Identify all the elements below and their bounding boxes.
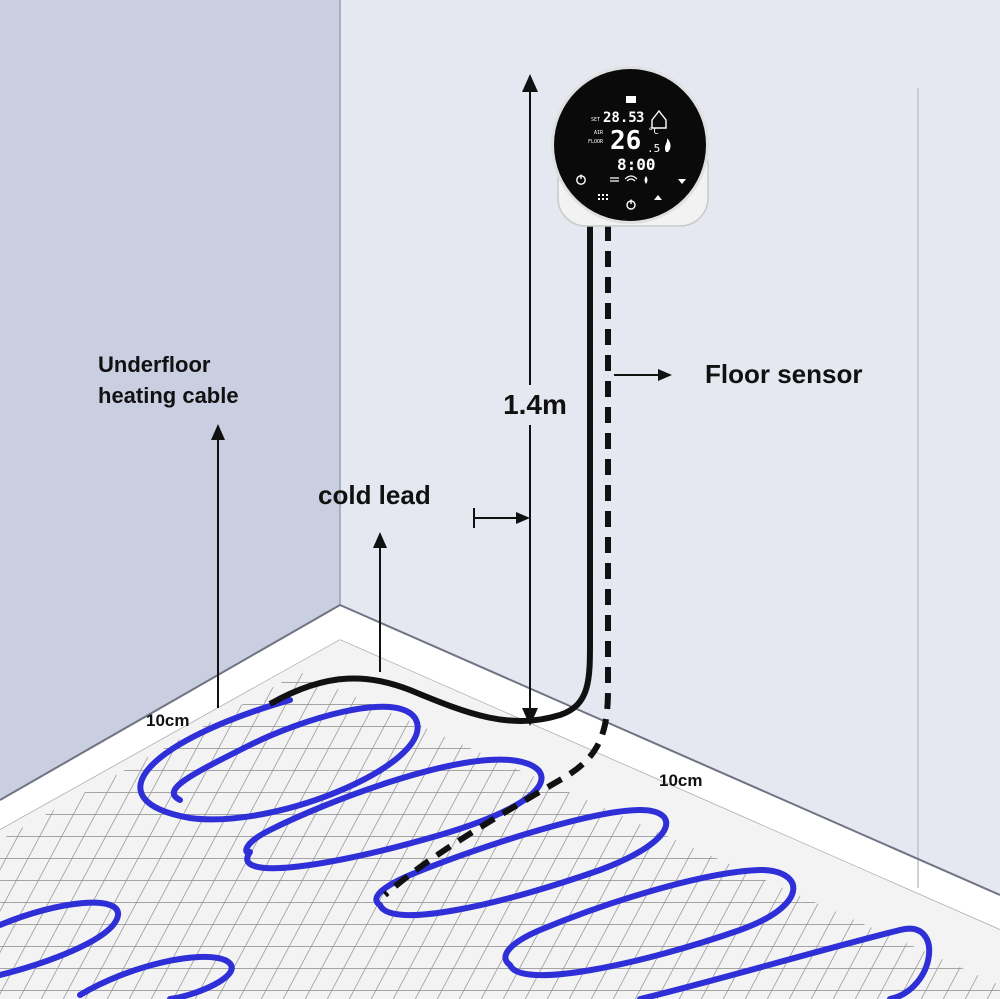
heating-loop-5: [637, 925, 933, 999]
heat-mode-icon[interactable]: [610, 177, 619, 182]
set-label: SET: [591, 117, 600, 123]
cold-lead-label: cold lead: [318, 480, 431, 510]
current-decimal: .5: [647, 142, 660, 155]
height-dimension-arrow-bottom: [522, 708, 538, 726]
underfloor-label-line1: Underfloor: [98, 352, 211, 377]
spacing-label-left: 10cm: [146, 711, 189, 730]
center-power-icon[interactable]: [626, 199, 636, 210]
cold-lead-cable: [268, 225, 593, 724]
heating-cable: [0, 697, 933, 999]
power-icon[interactable]: [576, 174, 586, 185]
height-label: 1.4m: [503, 389, 567, 420]
floor-sensor-cable: [383, 225, 611, 898]
cold-lead-pointer-arrow: [516, 512, 530, 524]
up-arrow-icon[interactable]: [654, 195, 662, 200]
day-value: 3: [636, 110, 644, 126]
baseboard-left: [0, 604, 341, 801]
down-arrow-icon[interactable]: [678, 179, 686, 184]
current-temp: 26: [610, 126, 641, 156]
air-label: AIR: [594, 130, 604, 136]
thermostat: SET 28.5 3 AIR FLOOR 26 °C .5 8:00: [551, 66, 709, 227]
left-wall: [0, 0, 340, 800]
height-dimension-arrow-top: [522, 74, 538, 92]
heating-loop-2: [243, 756, 545, 872]
floor-sensor-pointer-arrow: [658, 369, 672, 381]
back-wall: [340, 0, 1000, 895]
home-icon: [651, 109, 667, 129]
set-temp: 28.5: [603, 110, 637, 126]
current-unit: °C: [648, 127, 659, 137]
menu-icon[interactable]: [598, 194, 608, 200]
floor-mesh: [0, 672, 1000, 999]
time-display: 8:00: [617, 155, 656, 174]
heating-loop-7: [77, 953, 235, 999]
heating-loop-6: [0, 899, 121, 978]
baseboard-back: [339, 604, 1000, 896]
heating-loop-3: [373, 806, 670, 919]
underfloor-label-line2: heating cable: [98, 383, 239, 408]
spacing-label-right: 10cm: [659, 771, 702, 790]
floor-sensor-label: Floor sensor: [705, 359, 862, 389]
height-label-bg: [490, 385, 580, 425]
wifi-icon: [624, 175, 638, 182]
drop-icon: [644, 176, 648, 184]
clock-icon: [626, 96, 636, 103]
underfloor-up-arrowhead: [211, 424, 225, 440]
floor-label: FLOOR: [588, 139, 604, 145]
thermostat-face: [554, 69, 706, 221]
cold-lead-up-arrowhead: [373, 532, 387, 548]
heating-loop-4: [502, 866, 797, 979]
flame-icon: [665, 138, 671, 152]
heating-loop-1: [137, 697, 421, 823]
